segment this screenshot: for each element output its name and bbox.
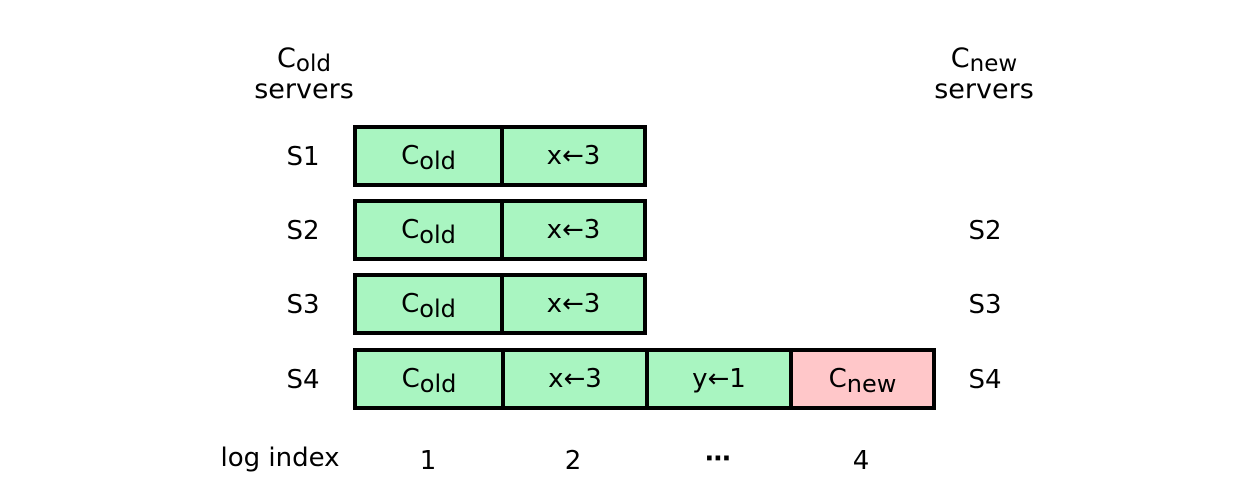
log-entry-x-assign: x←3 [499,277,643,331]
header-old-servers: servers [254,74,354,105]
old-server-label: S3 [286,290,320,320]
new-server-label: S4 [968,365,1002,395]
header-new-sub: new [969,51,1018,77]
old-server-label: S2 [286,216,320,246]
log-index-ellipsis: ⋯ [705,444,731,474]
header-new-c: C [950,43,970,74]
header-new-config: Cnew servers [924,44,1044,105]
log-entry-x-assign: x←3 [499,129,643,183]
header-old-sub: old [295,51,331,77]
log-entry-x-assign: x←3 [500,352,645,406]
header-new-servers: servers [934,74,1034,105]
log-index-value: 4 [852,446,870,476]
header-old-config: Cold servers [244,44,364,105]
log-index-label: log index [220,443,340,473]
header-old-c: C [277,43,296,74]
log-index-value: 2 [564,446,582,476]
log-entry-y-assign: y←1 [644,352,789,406]
log-entry-x-assign: x←3 [499,203,643,257]
old-server-label: S1 [286,142,320,172]
new-server-label: S2 [968,216,1002,246]
new-server-label: S3 [968,290,1002,320]
log-index-value: 1 [419,446,437,476]
old-server-label: S4 [286,365,320,395]
